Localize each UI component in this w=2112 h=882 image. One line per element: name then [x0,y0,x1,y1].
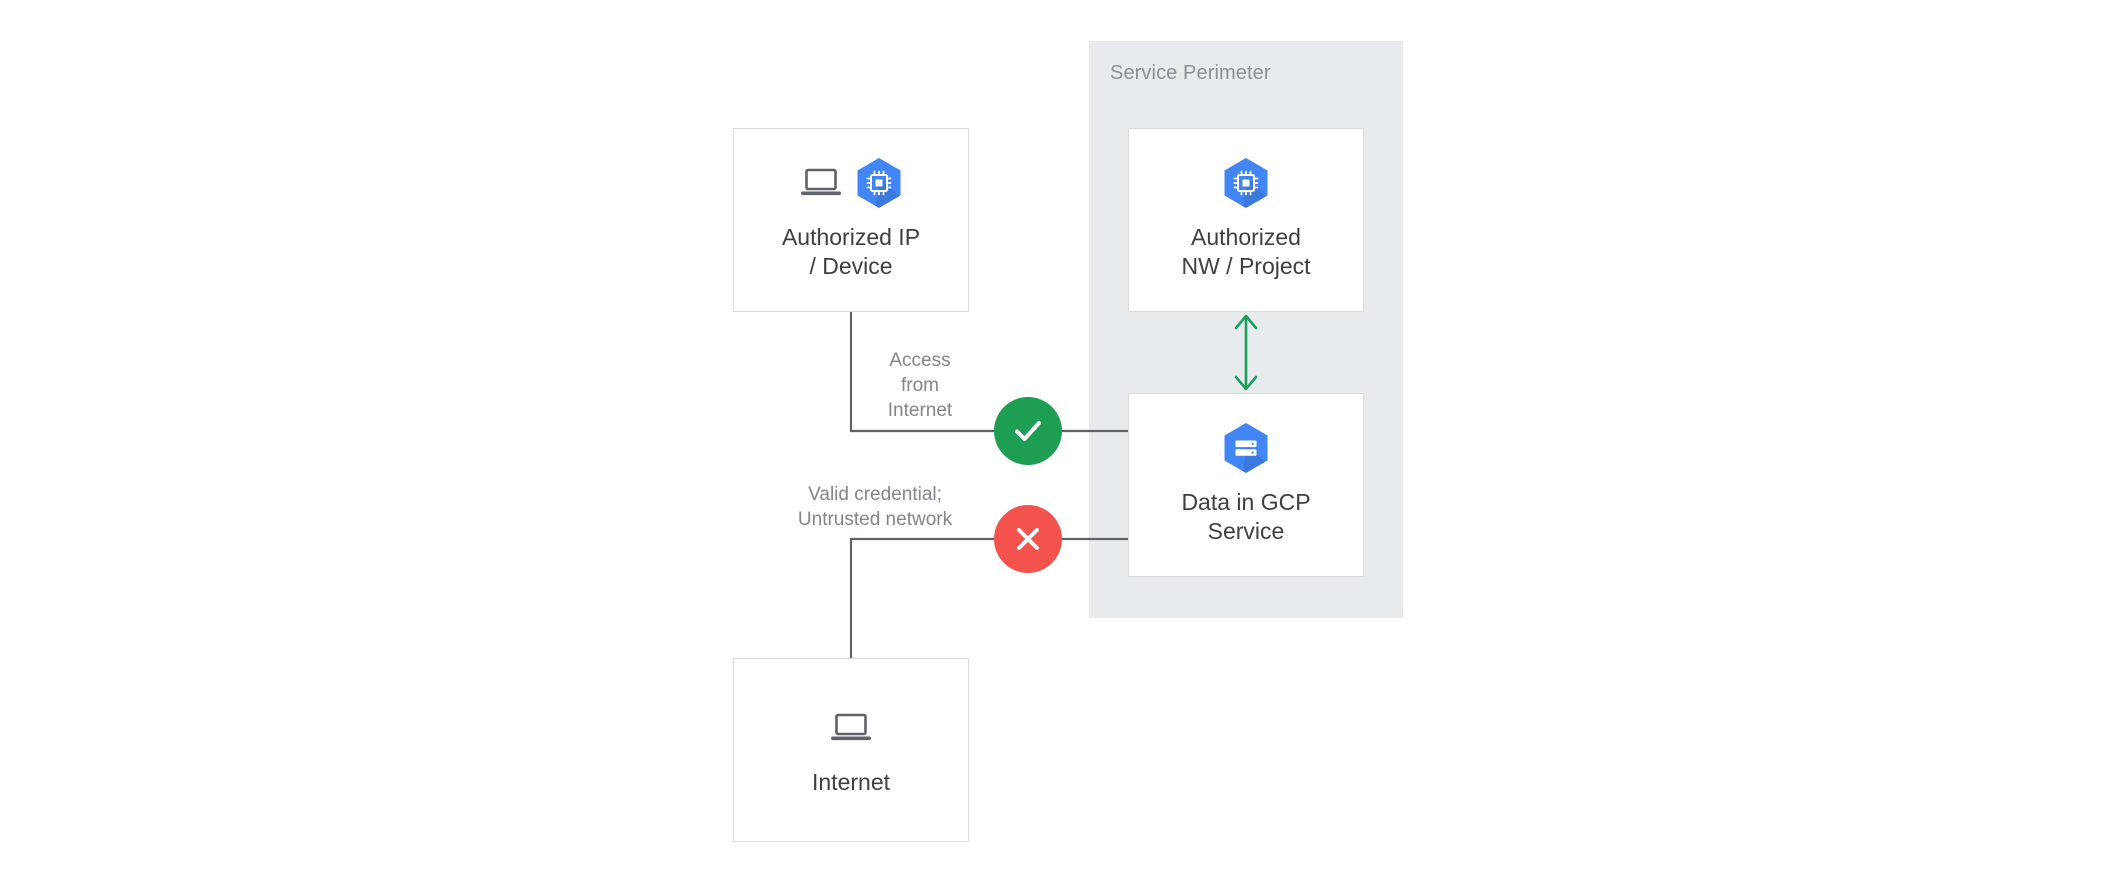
node-icons [830,704,872,752]
cross-icon [1017,528,1039,550]
laptop-icon [831,713,871,740]
status-badge-denied[interactable] [994,505,1062,573]
edge-label-valid-credential-untrusted-network: Valid credential; Untrusted network [797,484,953,530]
gcp-compute-hexagon-icon [857,158,901,208]
node-label: Data in GCP Service [1181,489,1311,544]
edge-label-access-from-internet: Access from Internet [887,350,953,421]
status-badge-allowed[interactable] [994,397,1062,465]
node-icons [1223,423,1269,473]
gcp-compute-hexagon-icon [1224,158,1268,208]
node-internet[interactable]: Internet [733,658,969,842]
node-icons [1223,158,1269,208]
double-arrow-icon [1234,314,1258,391]
node-label: Authorized IP / Device [781,224,921,279]
node-authorized-nw-project[interactable]: Authorized NW / Project [1128,128,1364,312]
gcp-database-hexagon-icon [1224,423,1268,473]
service-perimeter-label: Service Perimeter [1110,62,1271,84]
check-icon [1015,421,1041,441]
node-data-in-gcp-service[interactable]: Data in GCP Service [1128,393,1364,577]
node-label: Authorized NW / Project [1181,224,1311,279]
node-label: Internet [812,768,890,795]
node-icons [800,158,902,208]
wire-denied-path [849,537,1128,658]
laptop-icon [801,168,841,196]
node-authorized-ip-device[interactable]: Authorized IP / Device [733,128,969,312]
